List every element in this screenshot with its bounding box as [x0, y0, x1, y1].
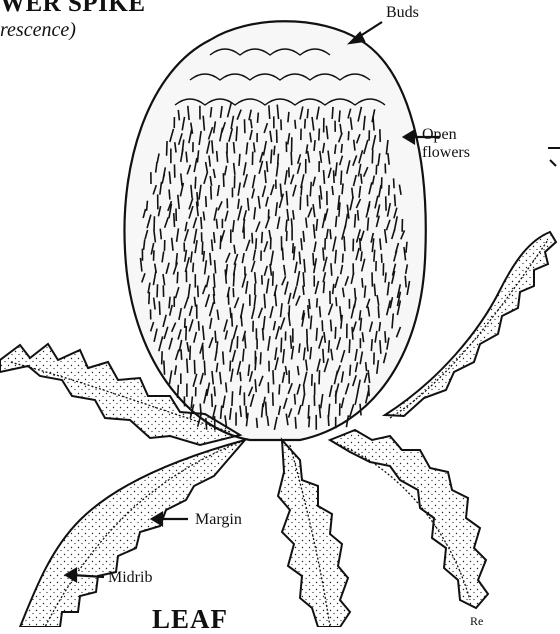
figure-title: WER SPIKE [0, 0, 146, 16]
label-midrib: Midrib [108, 570, 152, 586]
label-partial: Re [470, 615, 530, 627]
label-open-line2: flowers [422, 144, 470, 162]
edge-fragment [548, 148, 560, 166]
label-leaf: LEAF [152, 606, 228, 633]
label-buds: Buds [386, 5, 419, 21]
figure-subtitle: rescence) [0, 20, 76, 40]
label-open-line1: Open [422, 126, 470, 144]
flower-spike [124, 21, 425, 440]
leaf-left-lower [20, 440, 245, 627]
label-margin: Margin [195, 512, 242, 528]
leaf-center [278, 440, 350, 627]
label-open-flowers: Open flowers [422, 126, 470, 162]
